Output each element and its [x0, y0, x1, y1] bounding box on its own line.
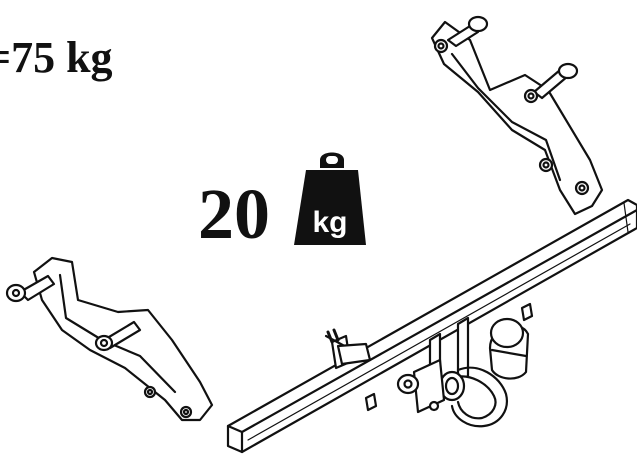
tow-ball-mount	[364, 302, 534, 428]
crossbar	[226, 198, 637, 454]
weight-value: 20	[198, 174, 270, 254]
left-bracket	[5, 256, 214, 422]
right-bracket	[430, 15, 604, 216]
weight-unit: kg	[312, 206, 347, 239]
spring-bolt	[324, 328, 372, 370]
vertical-load-label: =75 kg	[0, 33, 113, 82]
weight-icon	[294, 152, 366, 245]
